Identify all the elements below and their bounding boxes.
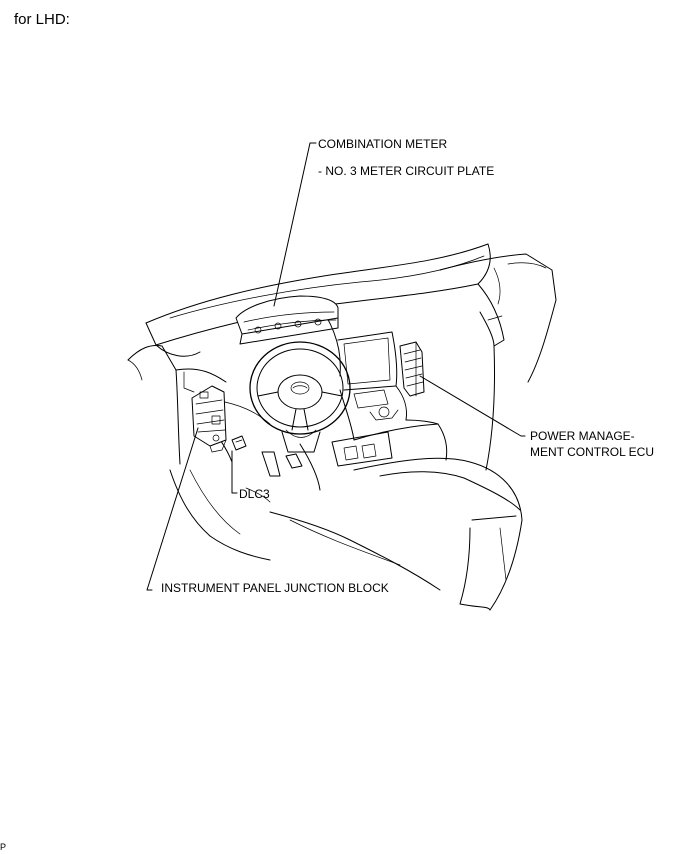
page-marker: P (0, 842, 7, 852)
combination-meter-label: COMBINATION METER (318, 137, 447, 151)
leader-lines (146, 142, 526, 591)
power-management-ecu-label-line1: POWER MANAGE- (530, 429, 635, 443)
meter-circuit-plate-label: - NO. 3 METER CIRCUIT PLATE (318, 164, 494, 178)
power-management-control-ecu (399, 341, 425, 397)
instrument-panel-junction-block (191, 385, 227, 453)
power-management-ecu-label-line2: MENT CONTROL ECU (530, 445, 654, 459)
steering-wheel (249, 341, 351, 453)
dlc3-connector (231, 435, 247, 451)
dlc3-label: DLC3 (239, 487, 270, 501)
combination-meter (235, 295, 339, 345)
page-heading: for LHD: (14, 11, 70, 28)
dashboard-illustration (127, 243, 557, 611)
junction-block-label: INSTRUMENT PANEL JUNCTION BLOCK (161, 581, 389, 595)
